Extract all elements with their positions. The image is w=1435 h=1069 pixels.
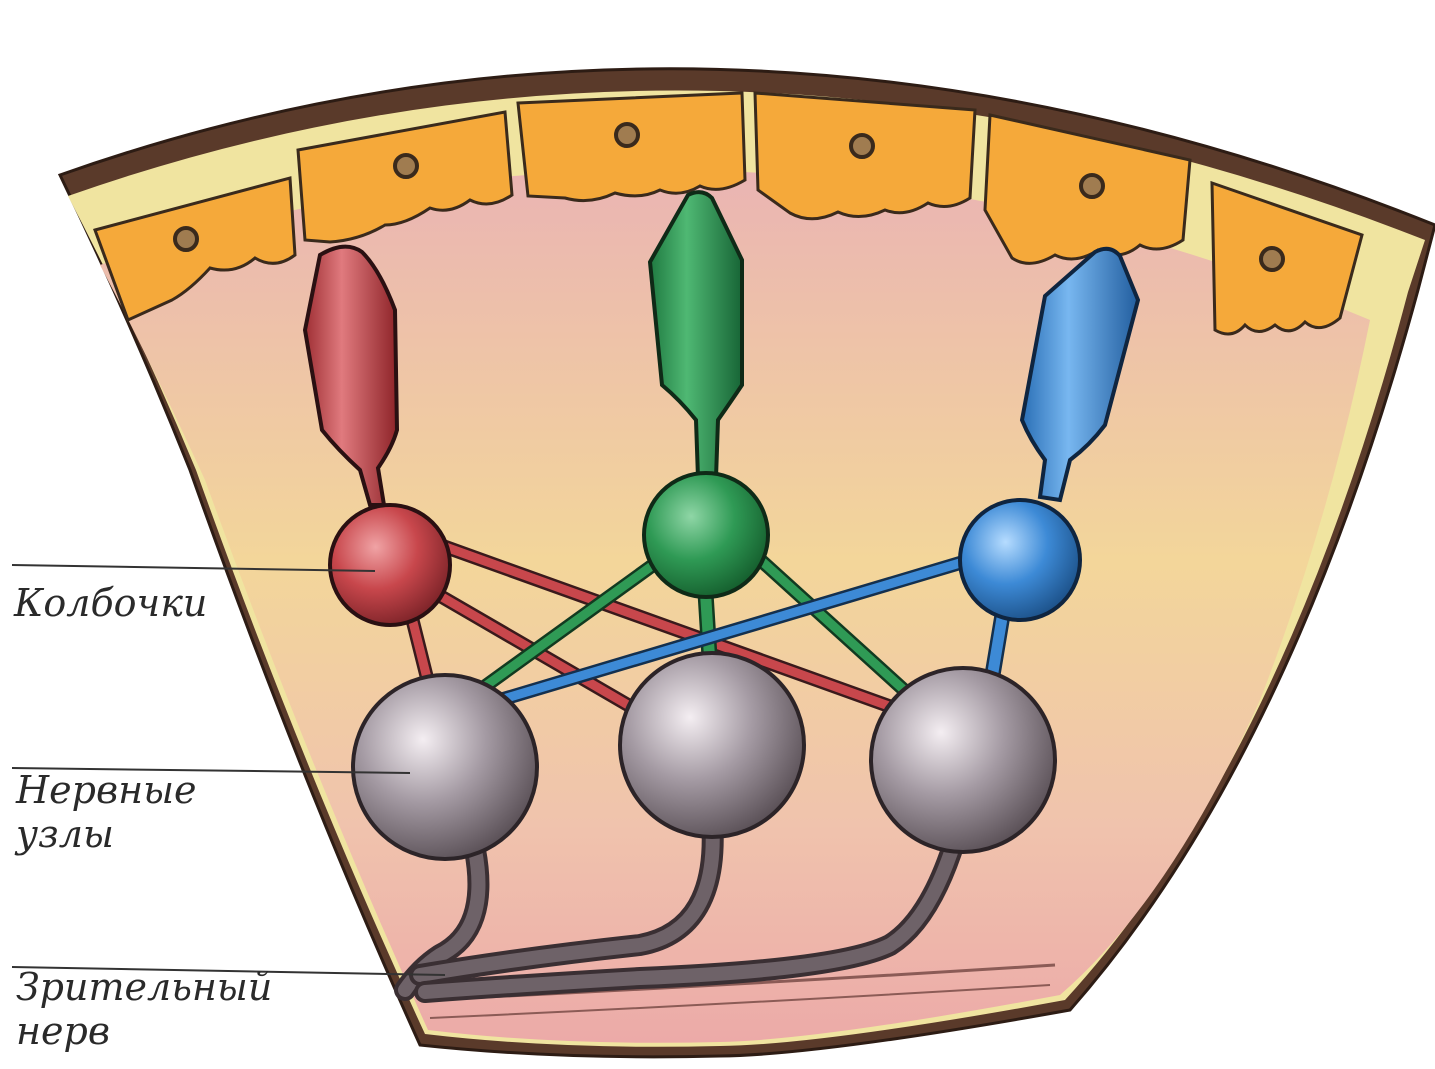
cone-blue-body	[960, 500, 1080, 620]
label-optic-nerve-line2: нерв	[16, 1009, 272, 1053]
label-ganglia: Нервные узлы	[16, 768, 197, 856]
ganglion-cells	[353, 653, 1055, 859]
ganglion-cell	[353, 675, 537, 859]
cone-red-body	[330, 505, 450, 625]
cone-green-body	[644, 473, 768, 597]
ganglion-cell	[871, 668, 1055, 852]
label-ganglia-line2: узлы	[16, 812, 197, 856]
label-cones: Колбочки	[14, 581, 207, 625]
label-ganglia-line1: Нервные	[16, 768, 197, 812]
label-optic-nerve-line1: Зрительный	[16, 965, 272, 1009]
label-optic-nerve: Зрительный нерв	[16, 965, 272, 1053]
ganglion-cell	[620, 653, 804, 837]
